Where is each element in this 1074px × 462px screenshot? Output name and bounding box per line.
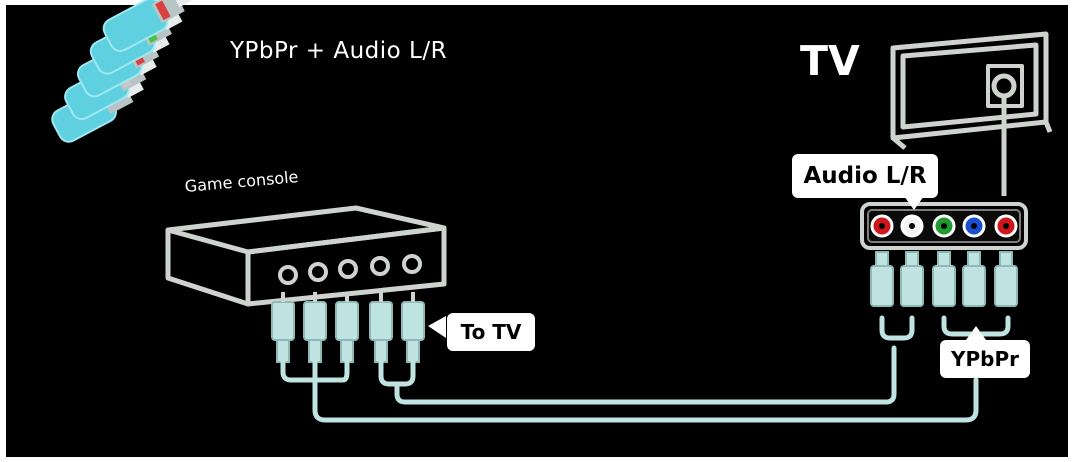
tv-icon [890, 31, 1053, 150]
rca-plug-bundle-icon [51, 0, 196, 143]
console-rca-plugs [271, 292, 425, 363]
to-tv-callout: To TV [447, 313, 535, 351]
tv-label: TV [800, 37, 860, 85]
diagram-title: YPbPr + Audio L/R [230, 38, 448, 64]
audio-callout-pointer [904, 196, 924, 210]
to-tv-callout-pointer [428, 316, 446, 338]
tv-rca-plugs [870, 251, 1018, 307]
ypbpr-callout-pointer [966, 326, 986, 340]
ypbpr-callout: YPbPr [940, 340, 1030, 378]
tv-jack-panel [860, 202, 1028, 250]
audio-callout: Audio L/R [792, 154, 938, 198]
game-console-icon [165, 205, 447, 307]
